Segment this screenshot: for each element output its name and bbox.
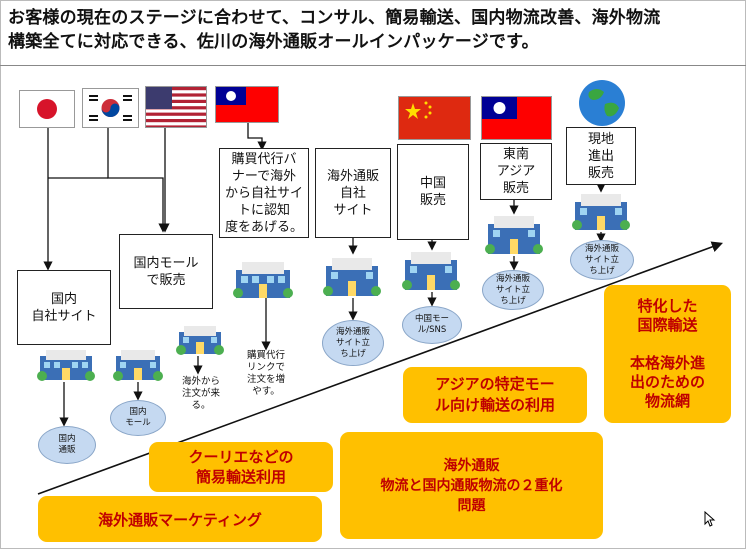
stage-overseas-own-site: 海外通販 自社 サイト bbox=[315, 148, 391, 238]
stage-proxy-banner: 購買代行バ ナーで海外 から自社サイ トに認知 度をあげる。 bbox=[219, 148, 309, 238]
ellipse-domestic-shipping: 国内 通販 bbox=[38, 426, 96, 464]
box-marketing: 海外通販マーケティング bbox=[38, 496, 322, 542]
header-line-1: お客様の現在のステージに合わせて、コンサル、簡易輸送、国内物流改善、海外物流 bbox=[8, 8, 661, 28]
shopping-mall-icon bbox=[571, 190, 631, 236]
shopping-mall-icon bbox=[322, 254, 382, 302]
header-line-2: 構築全てに対応できる、佐川の海外通販オールインパッケージです。 bbox=[8, 32, 539, 52]
korea-flag bbox=[82, 88, 139, 128]
ellipse-local-site-launch: 海外通販 サイト立 ち上げ bbox=[570, 240, 634, 280]
japan-flag bbox=[19, 90, 75, 128]
header-divider bbox=[0, 65, 746, 66]
box-specialized-intl: 特化した 国際輸送 本格海外進 出のための 物流網 bbox=[604, 285, 731, 423]
box-dual-logistics: 海外通販 物流と国内通販物流の２重化 問題 bbox=[340, 432, 603, 539]
stage-domestic-mall: 国内モール で販売 bbox=[119, 234, 213, 309]
shopping-mall-icon bbox=[175, 322, 225, 360]
mouse-cursor-icon bbox=[704, 510, 716, 531]
ellipse-domestic-mall: 国内 モール bbox=[110, 400, 166, 436]
slide-header: お客様の現在のステージに合わせて、コンサル、簡易輸送、国内物流改善、海外物流 構… bbox=[8, 6, 738, 54]
connector-taiwan bbox=[247, 123, 267, 151]
orders-from-overseas-text: 海外から 注文が来 る。 bbox=[181, 376, 220, 411]
shopping-mall-icon bbox=[484, 212, 544, 260]
stage-local-sales: 現地 進出 販売 bbox=[566, 127, 636, 185]
stage-domestic-own-site: 国内 自社サイト bbox=[17, 270, 111, 345]
globe-icon bbox=[577, 78, 627, 128]
stage-china-sales: 中国 販売 bbox=[397, 144, 469, 240]
ellipse-sea-site-launch: 海外通販 サイト立 ち上げ bbox=[482, 270, 544, 310]
proxy-link-text: 購買代行 リンクで 注文を増 やす。 bbox=[246, 350, 285, 397]
shopping-mall-icon bbox=[112, 346, 164, 386]
china-flag bbox=[398, 96, 471, 140]
box-asia-mall-shipping: アジアの特定モー ル向け輸送の利用 bbox=[403, 367, 587, 423]
connector-korea bbox=[107, 128, 168, 233]
taiwan-flag-2 bbox=[481, 96, 552, 140]
shopping-mall-icon bbox=[232, 258, 294, 304]
ellipse-china-mall-sns: 中国モー ル/SNS bbox=[402, 306, 462, 344]
shopping-mall-icon bbox=[36, 346, 96, 386]
box-courier: クーリエなどの 簡易輸送利用 bbox=[149, 442, 333, 492]
taiwan-flag bbox=[215, 86, 279, 123]
usa-flag bbox=[145, 86, 207, 128]
shopping-mall-icon bbox=[401, 248, 461, 296]
stage-sea-sales: 東南 アジア 販売 bbox=[480, 143, 552, 200]
ellipse-overseas-site-launch: 海外通販 サイト立 ち上げ bbox=[322, 320, 384, 366]
